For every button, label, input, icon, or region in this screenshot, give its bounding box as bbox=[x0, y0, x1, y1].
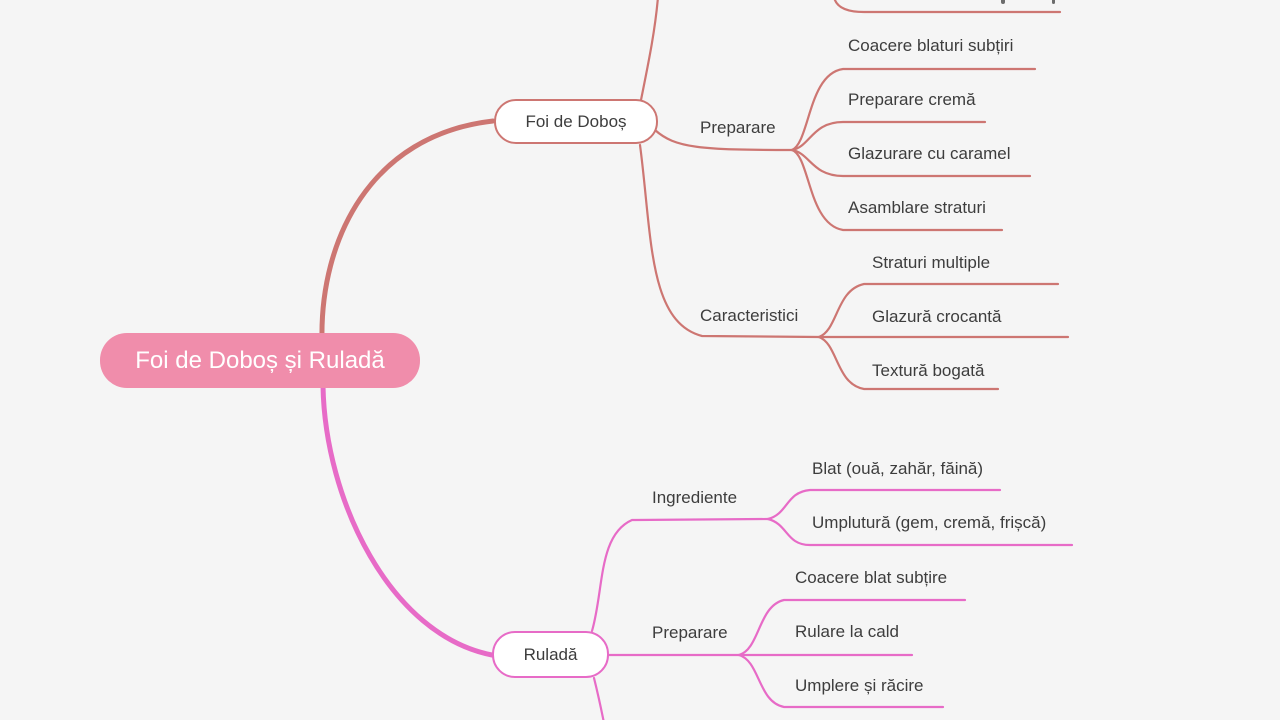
edge-preparare-to-umplere bbox=[737, 653, 945, 709]
leaf-glazurare-cu-caramel[interactable]: Glazurare cu caramel bbox=[848, 144, 1011, 163]
edge-clipped-top-leaf-underline bbox=[833, 0, 1062, 14]
leaf-umplere-si-racire[interactable]: Umplere și răcire bbox=[795, 676, 924, 695]
group-label-ingrediente[interactable]: Ingrediente bbox=[652, 488, 738, 507]
group-label-preparare-rulada[interactable]: Preparare bbox=[652, 623, 728, 642]
edge-preparare-to-preparare-crema bbox=[790, 120, 987, 152]
leaf-glazura-crocanta[interactable]: Glazură crocantă bbox=[872, 307, 1002, 326]
clipped-text-descender bbox=[1052, 0, 1055, 4]
leaf-rulare-la-cald[interactable]: Rulare la cald bbox=[795, 622, 899, 641]
leaf-preparare-crema[interactable]: Preparare cremă bbox=[848, 90, 976, 109]
leaf-coacere-blat-subtire[interactable]: Coacere blat subțire bbox=[795, 568, 948, 587]
edge-root-to-rulada bbox=[320, 383, 495, 658]
group-label-caracteristici[interactable]: Caracteristici bbox=[700, 306, 799, 325]
edge-caracteristici-to-straturi-multiple bbox=[817, 282, 1060, 339]
edge-rulada-to-ingrediente bbox=[590, 517, 770, 633]
edge-caracteristici-to-textura-bogata bbox=[817, 335, 1000, 391]
leaf-umplutura[interactable]: Umplutură (gem, cremă, frișcă) bbox=[812, 513, 1047, 532]
edge-preparare-to-asamblare bbox=[790, 148, 1004, 232]
edge-rulada-down-clipped bbox=[592, 676, 605, 720]
clipped-text-descender bbox=[1001, 0, 1005, 4]
edge-foi-de-dobos-to-preparare bbox=[653, 128, 794, 152]
leaf-textura-bogata[interactable]: Textură bogată bbox=[872, 361, 985, 380]
edge-ingrediente-to-umplutura bbox=[766, 517, 1074, 547]
edge-preparare-to-coacere-blaturi bbox=[790, 67, 1037, 152]
edge-foi-de-dobos-to-caracteristici bbox=[638, 143, 821, 339]
root-node[interactable]: Foi de Doboș și Ruladă bbox=[100, 333, 420, 388]
edge-foi-de-dobos-up-clipped bbox=[639, 0, 659, 102]
leaf-coacere-blaturi-subtiri[interactable]: Coacere blaturi subțiri bbox=[848, 36, 1014, 55]
edge-root-to-foi-de-dobos bbox=[319, 118, 496, 343]
group-label-preparare-dobos[interactable]: Preparare bbox=[700, 118, 776, 137]
edge-preparare-to-glazurare bbox=[790, 148, 1032, 178]
leaf-straturi-multiple[interactable]: Straturi multiple bbox=[872, 253, 991, 272]
edge-ingrediente-to-blat bbox=[766, 488, 1002, 521]
leaf-asamblare-straturi[interactable]: Asamblare straturi bbox=[848, 198, 986, 217]
branch-node-foi-de-dobos[interactable]: Foi de Doboș bbox=[494, 99, 658, 144]
branch-node-rulada[interactable]: Ruladă bbox=[492, 631, 609, 678]
leaf-blat[interactable]: Blat (ouă, zahăr, făină) bbox=[812, 459, 984, 478]
edge-preparare-to-coacere-blat bbox=[737, 598, 967, 657]
